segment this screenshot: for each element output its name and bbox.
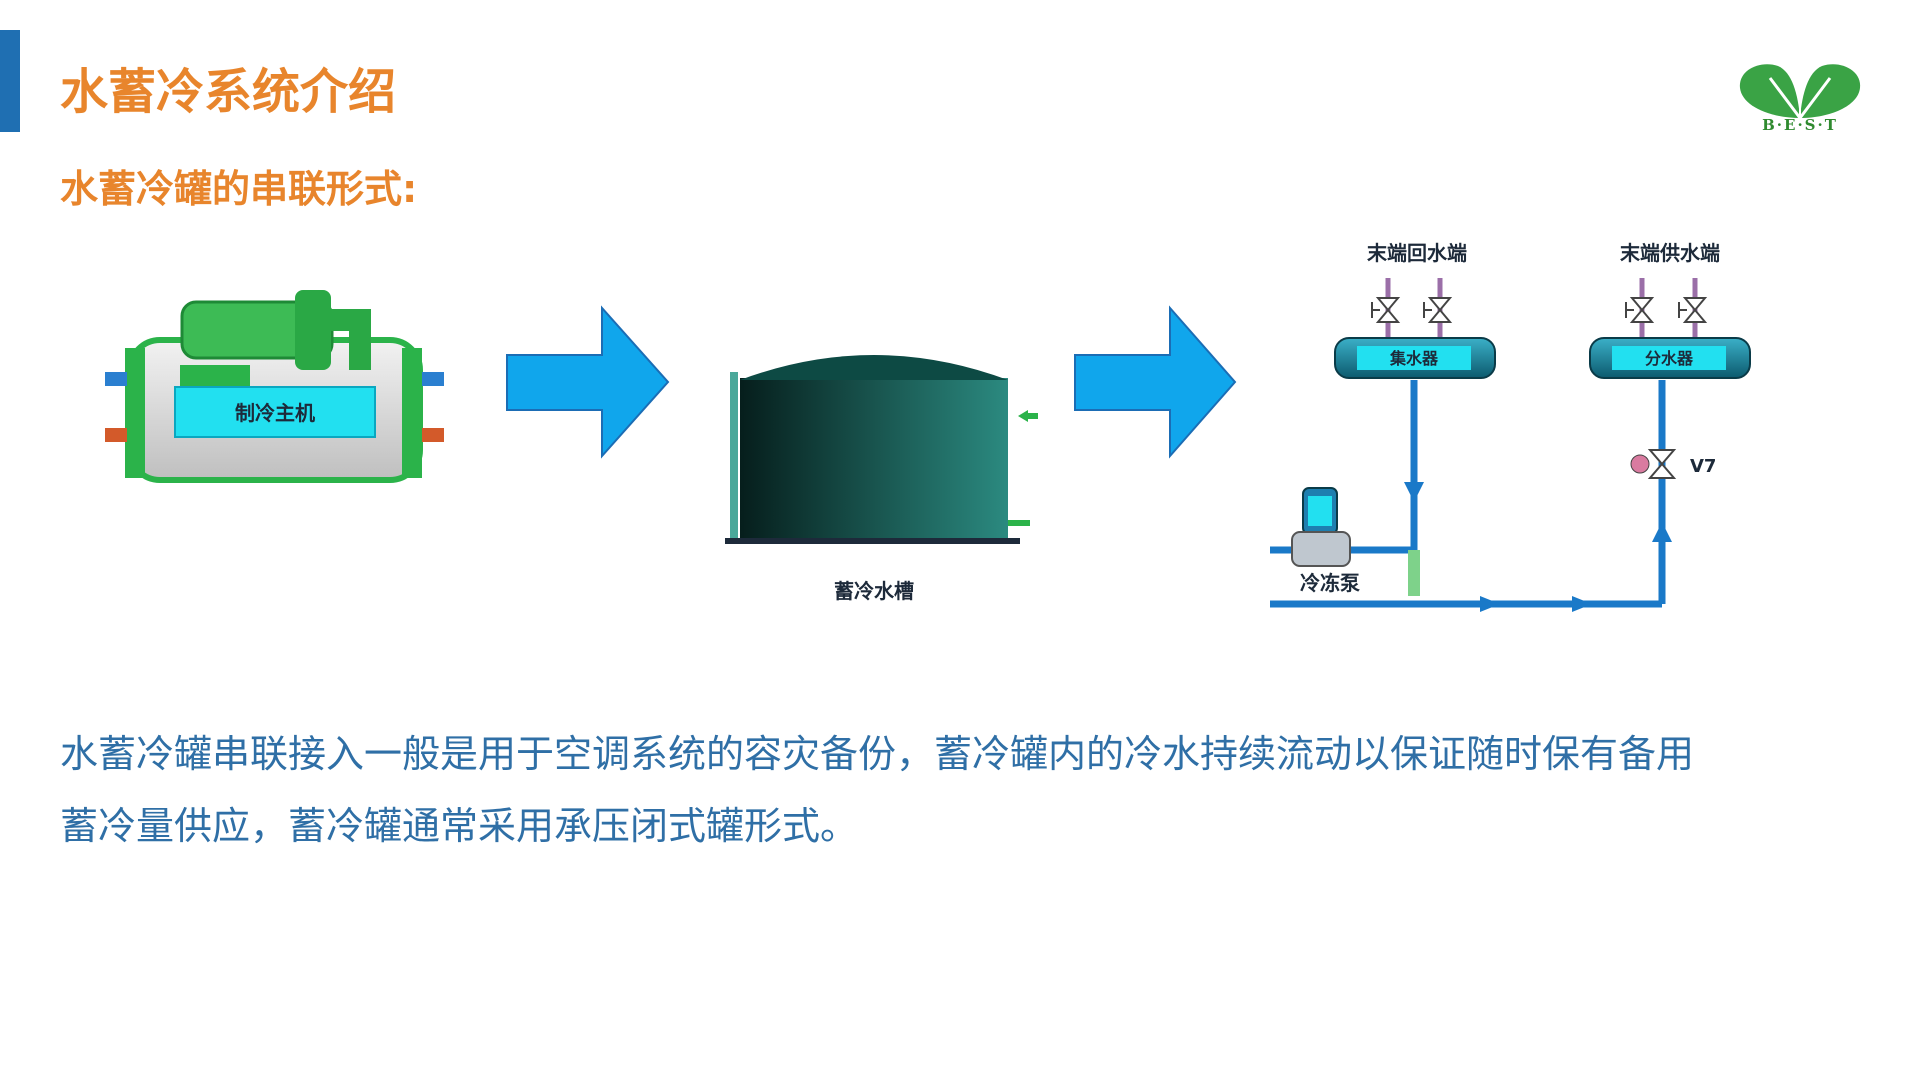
page-title: 水蓄冷系统介绍: [60, 64, 397, 120]
return-end-label: 末端回水端: [1367, 241, 1467, 265]
valve-label: V7: [1690, 456, 1716, 477]
page-subtitle: 水蓄冷罐的串联形式:: [60, 167, 418, 211]
storage-tank: 蓄冷水槽: [725, 355, 1038, 603]
tank-label: 蓄冷水槽: [834, 579, 914, 603]
leaf-logo-icon: [1739, 64, 1861, 119]
pump-label: 冷冻泵: [1300, 571, 1360, 595]
accent-bar: [0, 30, 20, 132]
flow-arrow-2: [1074, 305, 1237, 459]
chiller-unit: 制冷主机: [105, 290, 444, 483]
description-paragraph: 水蓄冷罐串联接入一般是用于空调系统的容灾备份，蓄冷罐内的冷水持续流动以保证随时保…: [60, 718, 1860, 862]
description-line-2: 蓄冷量供应，蓄冷罐通常采用承压闭式罐形式。: [60, 804, 859, 848]
distributor-label: 分水器: [1645, 349, 1694, 368]
description-line-1: 水蓄冷罐串联接入一般是用于空调系统的容灾备份，蓄冷罐内的冷水持续流动以保证随时保…: [60, 732, 1695, 776]
supply-end-label: 末端供水端: [1620, 241, 1720, 265]
terminal-schematic: 末端回水端 末端供水端: [1270, 241, 1751, 612]
collector-label: 集水器: [1389, 349, 1439, 368]
chiller-label: 制冷主机: [235, 401, 315, 425]
logo-text: B·E·S·T: [1762, 116, 1838, 134]
flow-arrow-1: [506, 305, 670, 459]
storage-series-diagram: 制冷主机 蓄冷水槽 末端回水端 末端供水端: [0, 220, 1920, 640]
